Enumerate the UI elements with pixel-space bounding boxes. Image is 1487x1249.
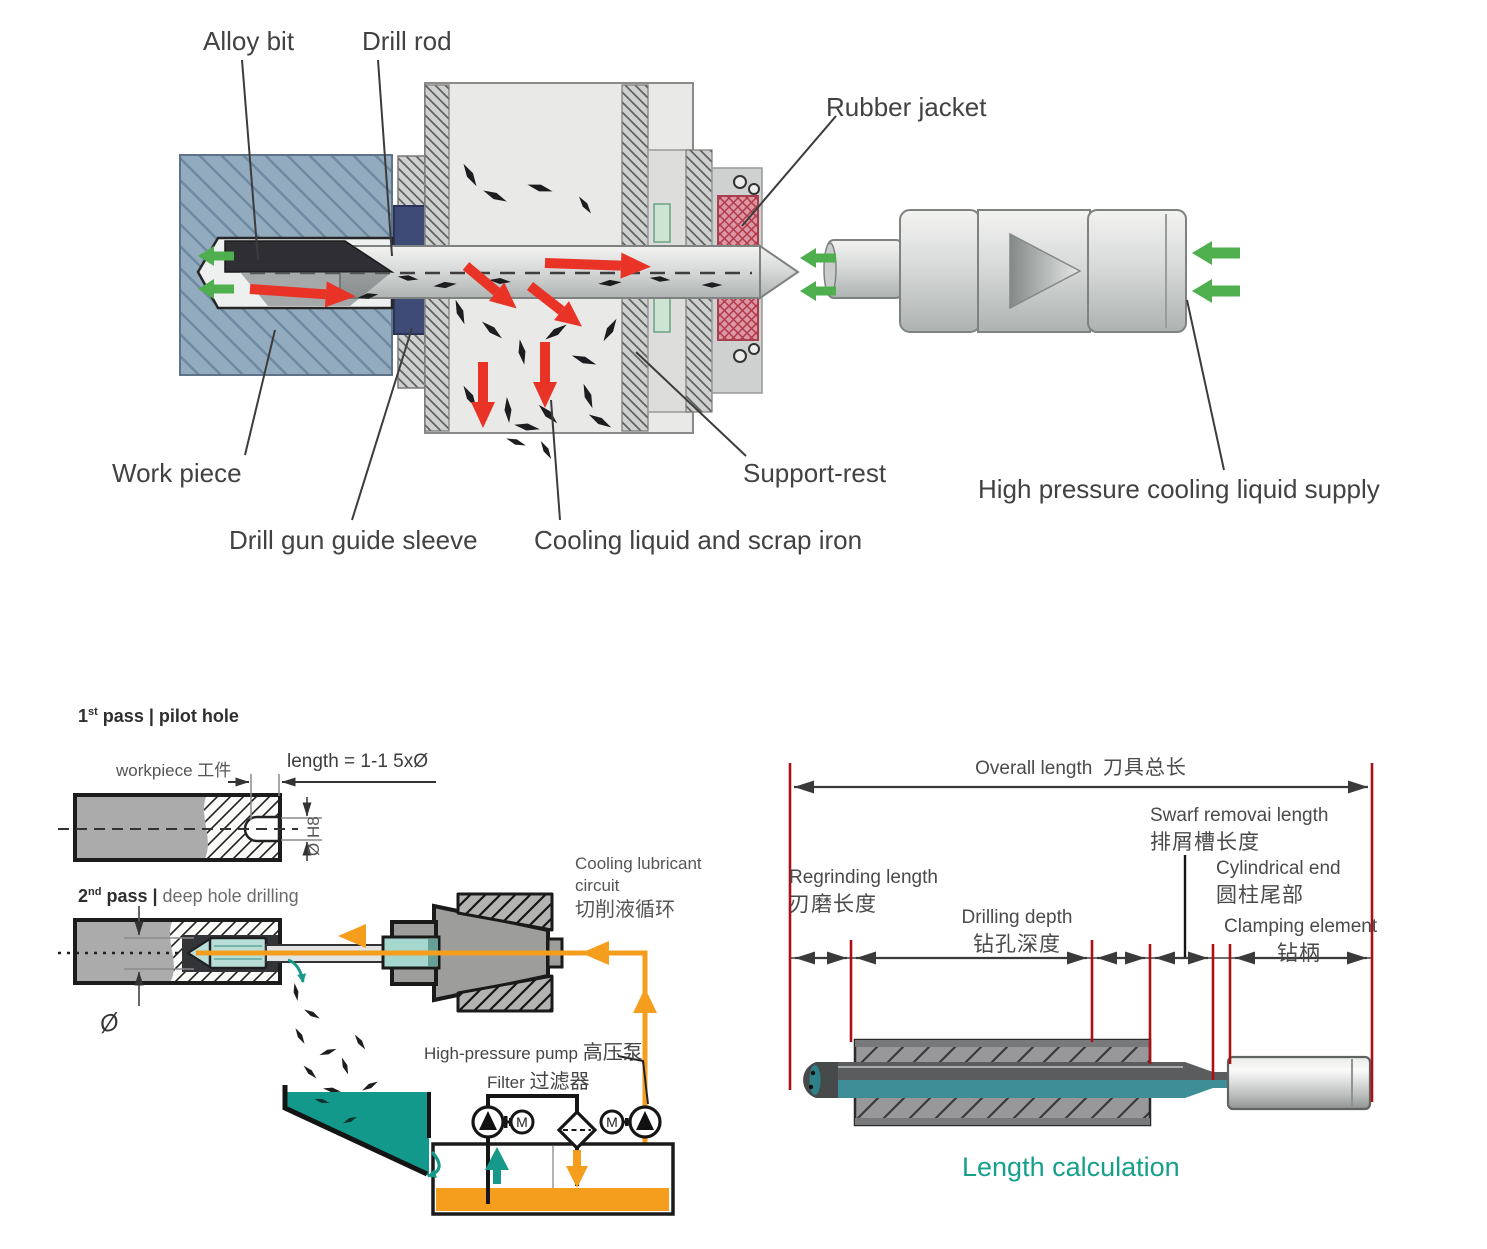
label-support-rest: Support-rest	[743, 458, 887, 488]
label-filter: Filter 过滤器	[487, 1071, 590, 1093]
label-circuit: Cooling lubricant circuit 切削液循环	[575, 854, 702, 922]
label-pump: High-pressure pump 高压泵	[424, 1042, 643, 1064]
bearing-ball	[733, 175, 747, 189]
first-pass-title: 1st pass | pilot hole	[78, 706, 239, 726]
label-pilot-diameter: Ø H8	[304, 816, 323, 856]
tank-liquid	[436, 1188, 669, 1211]
seal-ring-top	[653, 203, 671, 243]
second-pass-diagram: M M	[58, 892, 675, 1216]
label-rubber-jacket: Rubber jacket	[826, 92, 987, 122]
label-alloy-bit: Alloy bit	[203, 26, 295, 56]
gun-drill-graphic	[803, 1055, 1372, 1111]
label-guide-sleeve: Drill gun guide sleeve	[229, 525, 478, 555]
first-pass-diagram	[58, 774, 436, 862]
flow-arrow-left	[338, 924, 366, 948]
second-pass-title: 2nd pass | deep hole drilling	[78, 886, 299, 906]
label-cooling-scrap: Cooling liquid and scrap iron	[534, 525, 863, 555]
clamping-sleeve	[1226, 1055, 1372, 1111]
high-pressure-pump-symbol: M	[599, 1105, 662, 1139]
rotation-arrow	[287, 958, 307, 983]
coolant-tank-assembly: M M	[282, 1055, 675, 1216]
boundary-ticks	[788, 763, 1374, 1102]
motor-label: M	[516, 1114, 528, 1130]
suction-arrow	[485, 1147, 509, 1170]
settling-basin	[285, 1092, 429, 1176]
label-work-piece: Work piece	[112, 458, 242, 488]
filter-symbol	[556, 1109, 598, 1151]
pump-symbol: M	[471, 1105, 535, 1139]
length-calculation-diagram	[788, 763, 1374, 1127]
label-workpiece-cn: workpiece 工件	[116, 761, 232, 780]
label-pilot-length: length = 1-1 5xØ	[287, 751, 429, 772]
label-drill-rod: Drill rod	[362, 26, 452, 56]
seal-ring-bottom	[653, 293, 671, 333]
length-calculation-title: Length calculation	[962, 1152, 1180, 1182]
pump-leader	[617, 1055, 649, 1105]
filter-return-arrow	[566, 1166, 588, 1188]
gun-drilling-cross-section	[179, 59, 1240, 521]
label-high-pressure-supply: High pressure cooling liquid supply	[978, 474, 1380, 504]
motor-label: M	[606, 1114, 618, 1130]
falling-chips	[292, 982, 380, 1094]
housing	[424, 82, 763, 434]
rubber-jacket-top	[717, 195, 759, 249]
label-overall-length: Overall length 刀具总长	[975, 757, 1187, 779]
leader-lines	[241, 59, 1225, 521]
coolant-supply-coupling	[823, 209, 1187, 333]
